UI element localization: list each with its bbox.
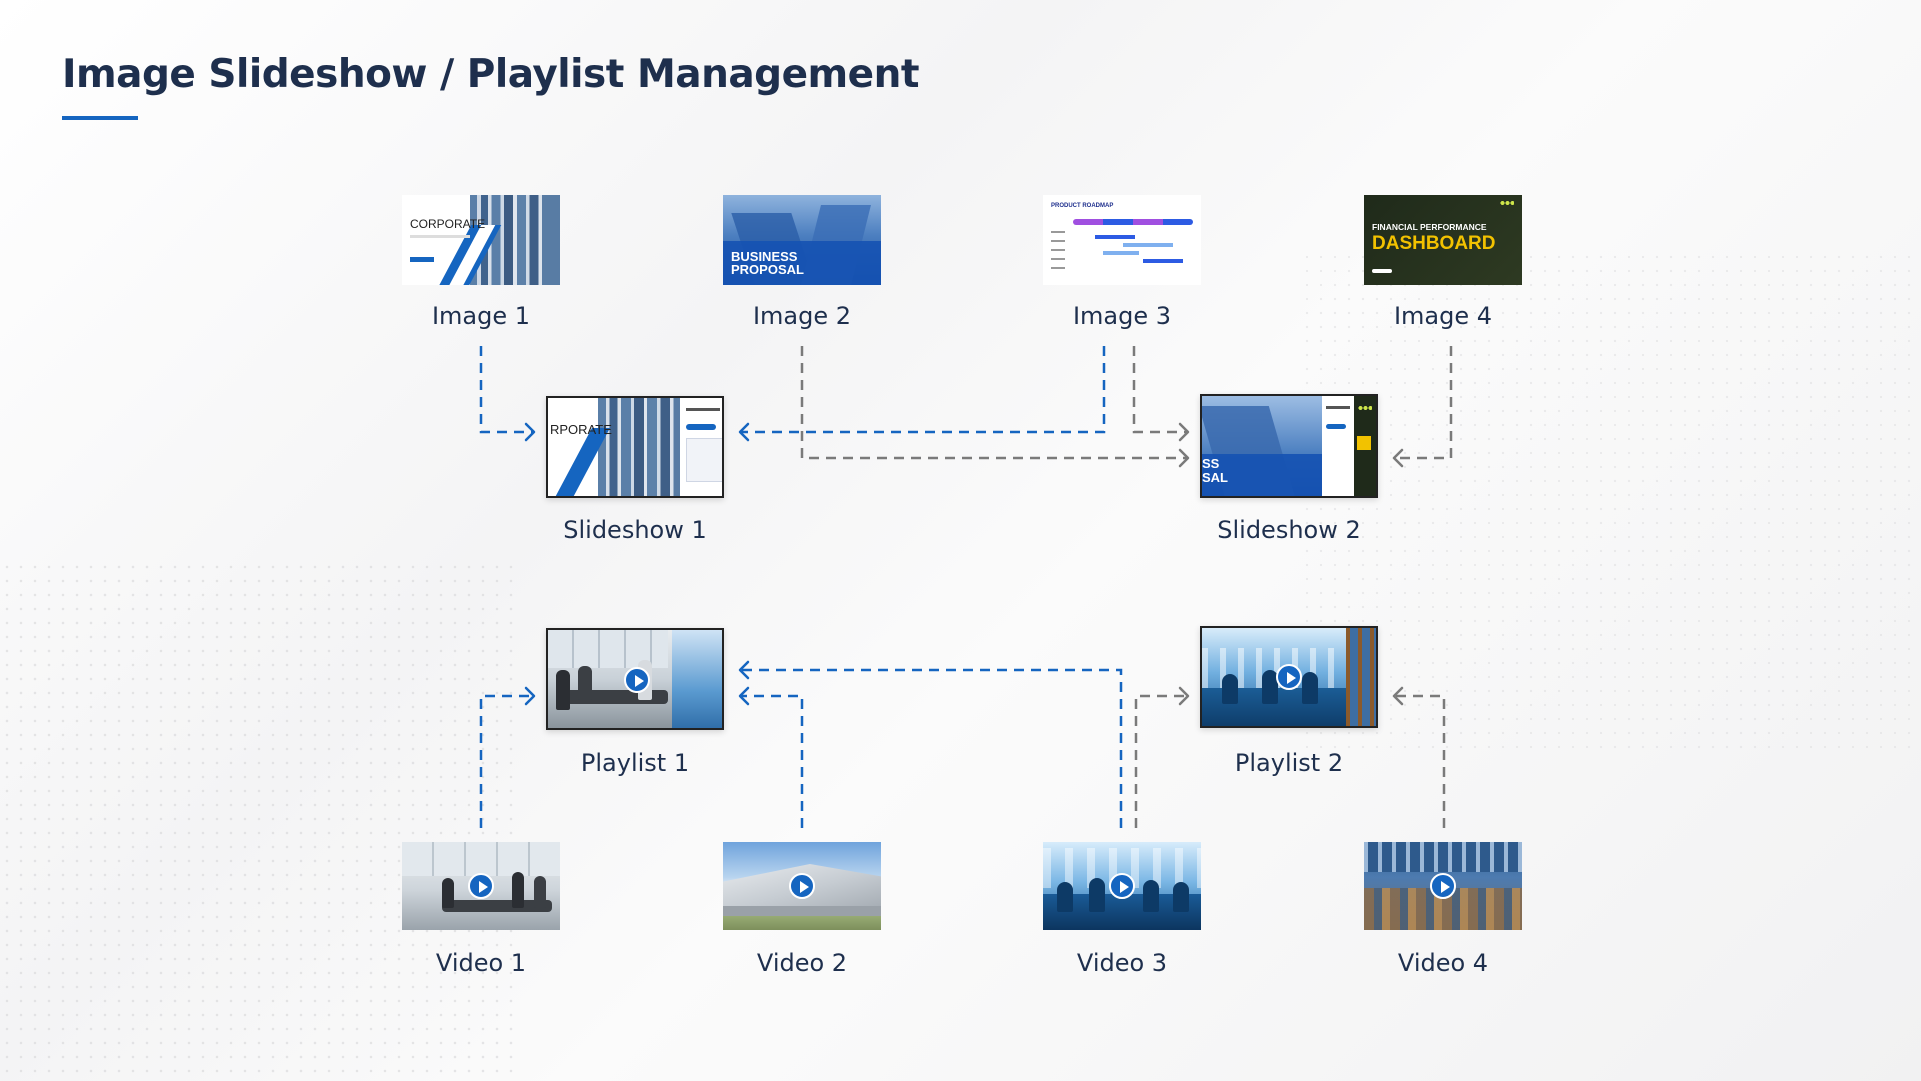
playlist-1-thumbnail[interactable] [546, 628, 724, 730]
image-4-thumb-text-2: DASHBOARD [1372, 233, 1496, 254]
image-4-label: Image 4 [1393, 302, 1493, 330]
play-icon[interactable] [1430, 873, 1456, 899]
play-icon[interactable] [1109, 873, 1135, 899]
slideshow-2-label: Slideshow 2 [1217, 516, 1361, 544]
arrowhead [738, 660, 750, 680]
playlist-2-label: Playlist 2 [1234, 749, 1344, 777]
playlist-2-thumbnail[interactable] [1200, 626, 1378, 728]
dot-pattern-right [1300, 250, 1920, 750]
video-1-label: Video 1 [435, 949, 527, 977]
slideshow-1-label: Slideshow 1 [563, 516, 707, 544]
image-1-thumbnail[interactable]: CORPORATE [402, 195, 560, 285]
connector-image3-slideshow1 [740, 346, 1106, 434]
image-1-label: Image 1 [431, 302, 531, 330]
play-icon[interactable] [789, 873, 815, 899]
slideshow-2-thumbnail[interactable]: SS SAL [1200, 394, 1378, 498]
dot-pattern-bottom-left [0, 560, 520, 1081]
arrowhead [1178, 448, 1190, 468]
arrowhead [1178, 686, 1190, 706]
connector-image1-slideshow1 [479, 346, 534, 434]
arrowhead [524, 686, 536, 706]
connector-video3-playlist1 [740, 668, 1123, 828]
video-3-thumbnail[interactable] [1043, 842, 1201, 930]
image-3-thumbnail[interactable]: PRODUCT ROADMAP [1043, 195, 1201, 285]
arrowhead [738, 422, 750, 442]
video-2-label: Video 2 [756, 949, 848, 977]
video-1-thumbnail[interactable] [402, 842, 560, 930]
slideshow-1-thumb-text: RPORATE [550, 422, 612, 437]
arrowhead [1392, 448, 1404, 468]
connector-video4-playlist2 [1394, 694, 1446, 828]
video-2-thumbnail[interactable] [723, 842, 881, 930]
connector-video2-playlist1 [740, 694, 804, 828]
arrowhead [1178, 422, 1190, 442]
video-3-label: Video 3 [1076, 949, 1168, 977]
image-3-label: Image 3 [1072, 302, 1172, 330]
connector-image3-slideshow2 [1132, 346, 1188, 434]
image-2-thumb-text-1: BUSINESS [731, 249, 798, 264]
slideshow-1-thumbnail[interactable]: RPORATE [546, 396, 724, 498]
connector-video3-playlist2 [1134, 694, 1188, 828]
play-icon[interactable] [624, 667, 650, 693]
slideshow-2-thumb-text-2: SAL [1202, 470, 1228, 485]
slideshow-2-thumb-text-1: SS [1202, 456, 1220, 471]
image-1-thumb-text: CORPORATE [410, 217, 486, 231]
arrowhead [738, 686, 750, 706]
playlist-1-label: Playlist 1 [580, 749, 690, 777]
video-4-label: Video 4 [1397, 949, 1489, 977]
connector-image2-slideshow2 [800, 346, 1188, 460]
page-title: Image Slideshow / Playlist Management [62, 52, 920, 97]
image-4-thumbnail[interactable]: FINANCIAL PERFORMANCE DASHBOARD [1364, 195, 1522, 285]
image-2-thumbnail[interactable]: BUSINESS PROPOSAL [723, 195, 881, 285]
arrowhead [524, 422, 536, 442]
image-4-thumb-text-1: FINANCIAL PERFORMANCE [1372, 222, 1487, 232]
image-2-thumb-text-2: PROPOSAL [731, 262, 804, 277]
connector-video1-playlist1 [479, 694, 534, 828]
arrowhead [1392, 686, 1404, 706]
title-underline [62, 116, 138, 120]
connector-image4-slideshow2 [1394, 346, 1453, 460]
play-icon[interactable] [468, 873, 494, 899]
video-4-thumbnail[interactable] [1364, 842, 1522, 930]
image-2-label: Image 2 [752, 302, 852, 330]
play-icon[interactable] [1276, 664, 1302, 690]
image-3-thumb-text: PRODUCT ROADMAP [1051, 203, 1114, 209]
